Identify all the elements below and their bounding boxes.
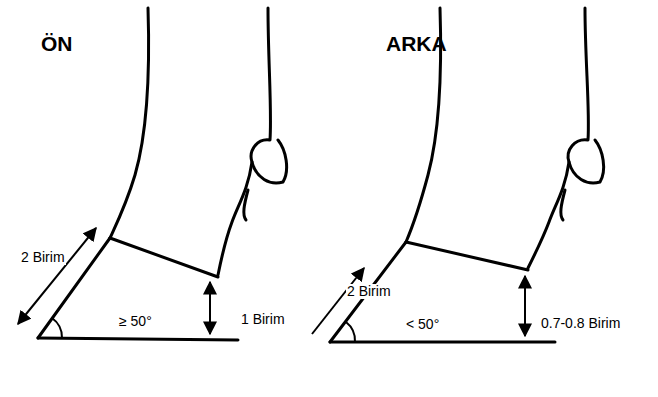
angle-label: < 50°: [405, 317, 440, 332]
panel-heading: ARKA: [385, 32, 448, 55]
panel-heading: ÖN: [40, 32, 74, 55]
dimension-label: 1 Birim: [240, 312, 286, 327]
dimension-label: 2 Birim: [20, 250, 66, 265]
dimension-label: 2 Birim: [346, 284, 392, 299]
angle-label: ≥ 50°: [118, 314, 153, 329]
dimension-label: 0.7-0.8 Birim: [540, 316, 621, 331]
